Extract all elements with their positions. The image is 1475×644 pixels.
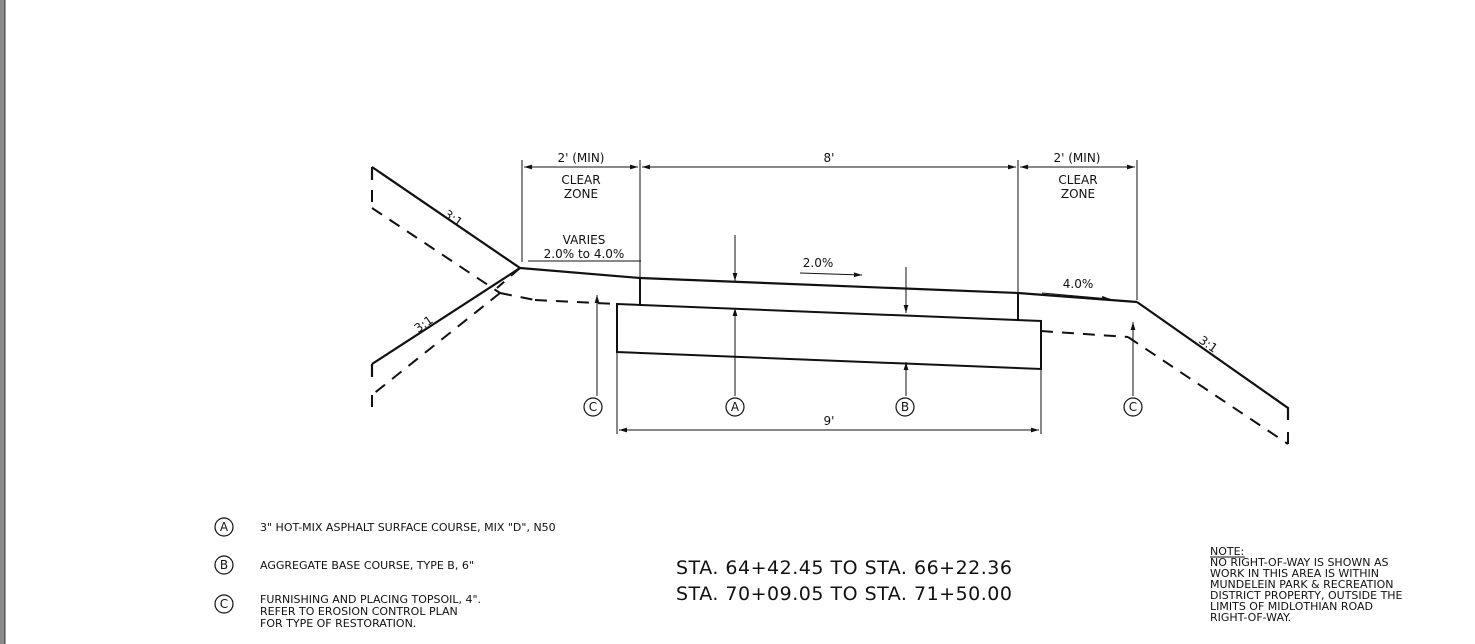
slope-label-left-top: 3:1 [441, 207, 465, 230]
note-line-1: NO RIGHT-OF-WAY IS SHOWN AS [1210, 556, 1388, 569]
slope-arrow-path [799, 272, 863, 278]
station-range-2: STA. 70+09.05 TO STA. 71+50.00 [676, 583, 1013, 605]
slope-label-left-shoulder-line1: VARIES [563, 233, 606, 247]
sheet-border-left [0, 0, 5, 644]
note-line-5: LIMITS OF MIDLOTHIAN ROAD [1210, 600, 1373, 613]
station-ranges: STA. 64+42.45 TO STA. 66+22.36 STA. 70+0… [676, 557, 1013, 605]
dim-label-clear-zone-left: 2' (MIN) [558, 151, 605, 165]
slope-label-left-bottom: 3:1 [412, 313, 436, 336]
legend-text-b: AGGREGATE BASE COURSE, TYPE B, 6" [260, 559, 474, 572]
right-fore-slope-solid [1136, 301, 1290, 420]
note-line-4: DISTRICT PROPERTY, OUTSIDE THE [1210, 589, 1403, 602]
callout-c-left-text: C [589, 400, 597, 414]
left-fore-slope-solid [371, 166, 522, 365]
section-profile [370, 166, 1290, 445]
note-heading: NOTE: [1210, 545, 1244, 558]
slope-arrow-right-shoulder [1041, 292, 1111, 301]
callout-bubble-a: A [725, 397, 745, 417]
legend-key-c: C [220, 597, 228, 611]
legend-item-b: B AGGREGATE BASE COURSE, TYPE B, 6" [214, 555, 474, 575]
callout-b-text: B [901, 400, 909, 414]
callout-a-text: A [731, 400, 740, 414]
legend: A 3" HOT-MIX ASPHALT SURFACE COURSE, MIX… [214, 517, 556, 630]
slope-label-path: 2.0% [803, 256, 834, 270]
note-line-2: WORK IN THIS AREA IS WITHIN [1210, 567, 1379, 580]
clear-zone-right-line2: ZONE [1061, 187, 1095, 201]
note-line-3: MUNDELEIN PARK & RECREATION [1210, 578, 1394, 591]
legend-text-a: 3" HOT-MIX ASPHALT SURFACE COURSE, MIX "… [260, 521, 556, 534]
clear-zone-left-line1: CLEAR [561, 173, 600, 187]
clear-zone-right-line1: CLEAR [1058, 173, 1097, 187]
callout-c-right-text: C [1129, 400, 1137, 414]
note-line-6: RIGHT-OF-WAY. [1210, 611, 1291, 624]
dim-label-clear-zone-right: 2' (MIN) [1054, 151, 1101, 165]
general-note: NOTE: NO RIGHT-OF-WAY IS SHOWN AS WORK I… [1210, 545, 1403, 624]
callout-bubble-c-left: C [583, 397, 603, 417]
path-surface [639, 276, 1019, 295]
legend-text-c-line3: FOR TYPE OF RESTORATION. [260, 617, 416, 630]
clear-zone-left-line2: ZONE [564, 187, 598, 201]
legend-item-a: A 3" HOT-MIX ASPHALT SURFACE COURSE, MIX… [214, 517, 556, 537]
legend-text-c-line1: FURNISHING AND PLACING TOPSOIL, 4". [260, 593, 481, 606]
left-shoulder-surface [519, 266, 641, 280]
callout-leaders [594, 235, 1136, 396]
existing-ground-dashed [371, 190, 1289, 445]
slope-label-right: 3:1 [1196, 333, 1220, 356]
dim-label-path-width: 8' [824, 151, 835, 165]
dim-label-base-width: 9' [824, 414, 835, 428]
slope-label-left-shoulder-line2: 2.0% to 4.0% [544, 247, 625, 261]
right-shoulder-surface [1017, 291, 1138, 304]
station-range-1: STA. 64+42.45 TO STA. 66+22.36 [676, 557, 1013, 579]
callout-bubble-c-right: C [1123, 397, 1143, 417]
callout-bubble-b: B [895, 397, 915, 417]
legend-key-a: A [220, 520, 229, 534]
slope-label-right-shoulder: 4.0% [1063, 277, 1094, 291]
dimension-lines [521, 160, 1138, 434]
legend-key-b: B [220, 558, 228, 572]
legend-text-c-line2: REFER TO EROSION CONTROL PLAN [260, 605, 458, 618]
aggregate-base-course [616, 302, 1042, 371]
legend-item-c: C FURNISHING AND PLACING TOPSOIL, 4". RE… [214, 593, 481, 630]
